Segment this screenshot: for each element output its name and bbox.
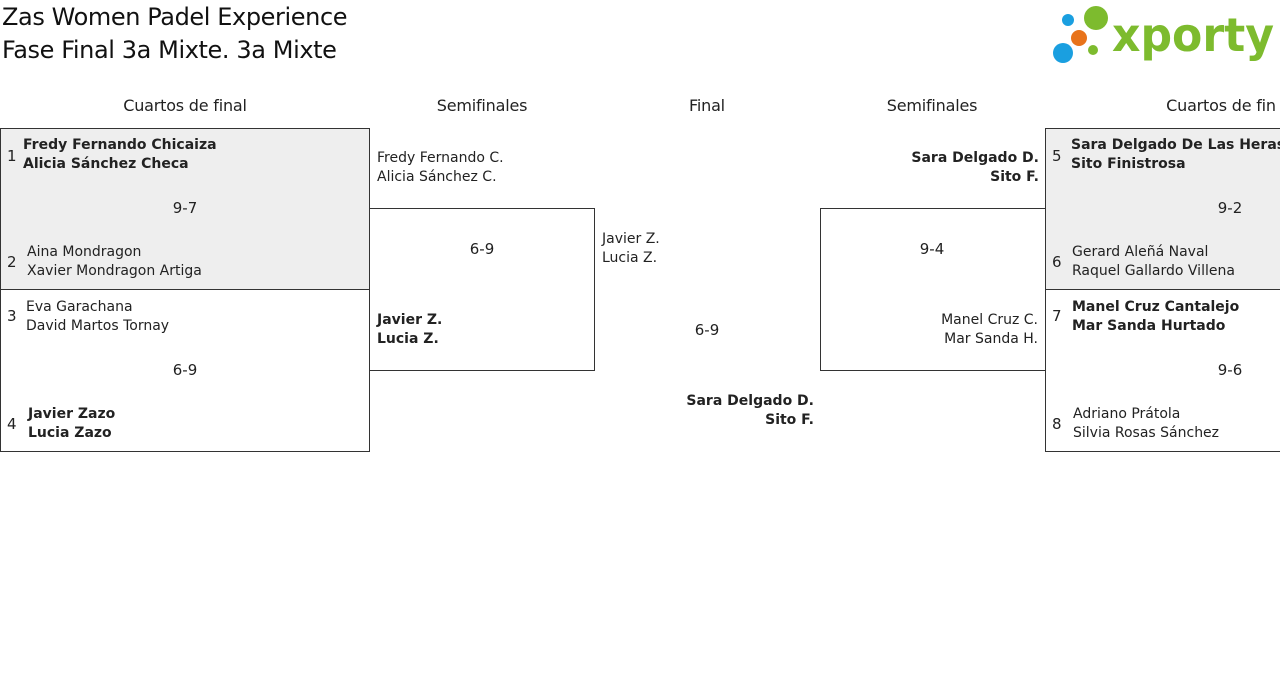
player-name: Alicia Sánchez C. xyxy=(377,169,497,185)
logo-dot-green-large xyxy=(1084,6,1108,30)
xporty-logo: xporty xyxy=(1053,6,1274,63)
seed-number: 3 xyxy=(7,307,17,325)
final-score: 6-9 xyxy=(694,321,720,339)
round-header-left-quarterfinals: Cuartos de final xyxy=(123,96,247,115)
player-name: Manel Cruz C. xyxy=(941,312,1038,328)
player-name: Lucia Zazo xyxy=(28,425,112,441)
left-qf2-bottom-team: Javier Zazo Lucia Zazo xyxy=(28,405,115,443)
logo-dot-green-small xyxy=(1088,45,1098,55)
right-qf2-top-team: Manel Cruz Cantalejo Mar Sanda Hurtado xyxy=(1072,298,1239,336)
left-qf1-score: 9-7 xyxy=(172,199,198,217)
final-top-team: Javier Z. Lucia Z. xyxy=(602,230,660,268)
player-name: Javier Z. xyxy=(602,231,660,247)
player-name: Javier Z. xyxy=(377,312,443,328)
left-semifinal-box xyxy=(369,208,595,371)
right-sf-top-team: Sara Delgado D. Sito F. xyxy=(911,149,1039,187)
round-header-final: Final xyxy=(689,96,725,115)
player-name: Fredy Fernando Chicaiza xyxy=(23,137,217,153)
player-name: Manel Cruz Cantalejo xyxy=(1072,299,1240,315)
page-subtitle: Fase Final 3a Mixte. 3a Mixte xyxy=(2,36,337,64)
seed-number: 6 xyxy=(1052,253,1062,271)
player-name: Eva Garachana xyxy=(26,299,133,315)
left-sf-bottom-team: Javier Z. Lucia Z. xyxy=(377,311,442,349)
player-name: Sito F. xyxy=(990,169,1039,185)
player-name: David Martos Tornay xyxy=(26,318,170,334)
logo-dot-blue-small xyxy=(1062,14,1074,26)
round-header-right-quarterfinals: Cuartos de fin xyxy=(1166,96,1276,115)
player-name: Alicia Sánchez Checa xyxy=(23,156,189,172)
player-name: Fredy Fernando C. xyxy=(377,150,504,166)
player-name: Sara Delgado D. xyxy=(686,393,814,409)
player-name: Lucia Z. xyxy=(377,331,439,347)
left-quarterfinal-1-box xyxy=(0,128,370,290)
right-qf1-bottom-team: Gerard Aleñá Naval Raquel Gallardo Ville… xyxy=(1072,243,1235,281)
seed-number: 2 xyxy=(7,253,17,271)
right-qf1-score: 9-2 xyxy=(1217,199,1243,217)
seed-number: 8 xyxy=(1052,415,1062,433)
player-name: Sara Delgado De Las Heras xyxy=(1071,137,1280,153)
player-name: Mar Sanda H. xyxy=(944,331,1038,347)
final-bottom-team: Sara Delgado D. Sito F. xyxy=(686,392,814,430)
seed-number: 7 xyxy=(1052,307,1062,325)
player-name: Gerard Aleñá Naval xyxy=(1072,244,1209,260)
right-quarterfinal-2-box xyxy=(1045,289,1280,452)
player-name: Raquel Gallardo Villena xyxy=(1072,263,1235,279)
left-sf-score: 6-9 xyxy=(469,240,495,258)
page-title: Zas Women Padel Experience xyxy=(2,3,348,31)
player-name: Adriano Prátola xyxy=(1073,406,1181,422)
player-name: Javier Zazo xyxy=(28,406,116,422)
seed-number: 4 xyxy=(7,415,17,433)
round-header-left-semifinals: Semifinales xyxy=(436,96,528,115)
player-name: Xavier Mondragon Artiga xyxy=(27,263,202,279)
logo-text: xporty xyxy=(1112,8,1274,62)
right-qf2-bottom-team: Adriano Prátola Silvia Rosas Sánchez xyxy=(1073,405,1219,443)
right-qf1-top-team: Sara Delgado De Las Heras Sito Finistros… xyxy=(1071,136,1280,174)
player-name: Aina Mondragon xyxy=(27,244,142,260)
player-name: Sito F. xyxy=(765,412,814,428)
player-name: Mar Sanda Hurtado xyxy=(1072,318,1226,334)
seed-number: 5 xyxy=(1052,147,1062,165)
logo-dot-blue-large xyxy=(1053,43,1073,63)
right-qf2-score: 9-6 xyxy=(1217,361,1243,379)
left-qf2-score: 6-9 xyxy=(172,361,198,379)
round-header-right-semifinals: Semifinales xyxy=(886,96,978,115)
left-qf2-top-team: Eva Garachana David Martos Tornay xyxy=(26,298,169,336)
logo-dot-orange xyxy=(1071,30,1087,46)
player-name: Silvia Rosas Sánchez xyxy=(1073,425,1220,441)
player-name: Lucia Z. xyxy=(602,250,658,266)
right-quarterfinal-1-box xyxy=(1045,128,1280,290)
player-name: Sara Delgado D. xyxy=(911,150,1039,166)
left-qf1-top-team: Fredy Fernando Chicaiza Alicia Sánchez C… xyxy=(23,136,217,174)
right-sf-bottom-team: Manel Cruz C. Mar Sanda H. xyxy=(941,311,1038,349)
right-sf-score: 9-4 xyxy=(919,240,945,258)
left-sf-top-team: Fredy Fernando C. Alicia Sánchez C. xyxy=(377,149,504,187)
player-name: Sito Finistrosa xyxy=(1071,156,1186,172)
left-qf1-bottom-team: Aina Mondragon Xavier Mondragon Artiga xyxy=(27,243,202,281)
seed-number: 1 xyxy=(7,147,17,165)
